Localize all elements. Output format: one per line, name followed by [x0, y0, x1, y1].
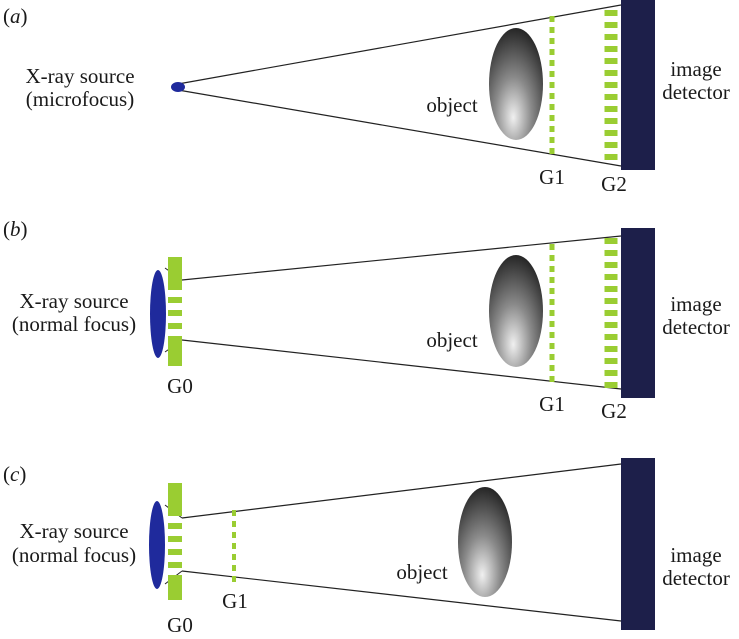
beam-upper-line [177, 4, 622, 85]
detector-label-line1: image [670, 57, 721, 81]
object-label: object [426, 93, 477, 117]
image-detector [621, 0, 655, 170]
source-label-line2: (normal focus) [12, 312, 136, 336]
g0-label: G0 [167, 374, 193, 398]
panel-c-label: (c) [3, 462, 26, 486]
g1-label: G1 [539, 165, 565, 189]
beam-upper-line [181, 235, 622, 281]
detector-label-line1: image [670, 292, 721, 316]
source-label-line2: (normal focus) [12, 543, 136, 567]
normal-focus-source [149, 501, 165, 589]
g1-label: G1 [222, 589, 248, 613]
detector-label-line2: detector [662, 315, 730, 339]
beam-lower-line [177, 89, 622, 167]
g1-label: G1 [539, 392, 565, 416]
object-ellipse [489, 255, 543, 367]
microfocus-source [171, 82, 185, 92]
panel-a-label: (a) [3, 4, 28, 28]
beam-lower-line [181, 570, 622, 622]
g2-label: G2 [601, 399, 627, 423]
detector-label-line2: detector [662, 80, 730, 104]
panel-b: (b) X-ray source (normal focus) object i… [3, 217, 730, 423]
detector-label-line2: detector [662, 566, 730, 590]
beam-lower-line [181, 339, 622, 390]
object-label: object [396, 560, 447, 584]
source-label-line1: X-ray source [25, 64, 134, 88]
beam-upper-line [181, 463, 622, 519]
normal-focus-source [150, 270, 166, 358]
source-label-line1: X-ray source [19, 289, 128, 313]
object-ellipse [489, 28, 543, 140]
source-label-line1: X-ray source [19, 519, 128, 543]
object-label: object [426, 328, 477, 352]
g0-label: G0 [167, 613, 193, 637]
panel-a: (a) X-ray source (microfocus) object ima… [3, 0, 730, 196]
g2-label: G2 [601, 172, 627, 196]
image-detector [621, 228, 655, 398]
source-label-line2: (microfocus) [26, 87, 134, 111]
image-detector [621, 458, 655, 630]
detector-label-line1: image [670, 543, 721, 567]
panel-c: (c) X-ray source (normal focus) object i… [3, 458, 730, 637]
panel-b-label: (b) [3, 217, 28, 241]
object-ellipse [458, 487, 512, 597]
